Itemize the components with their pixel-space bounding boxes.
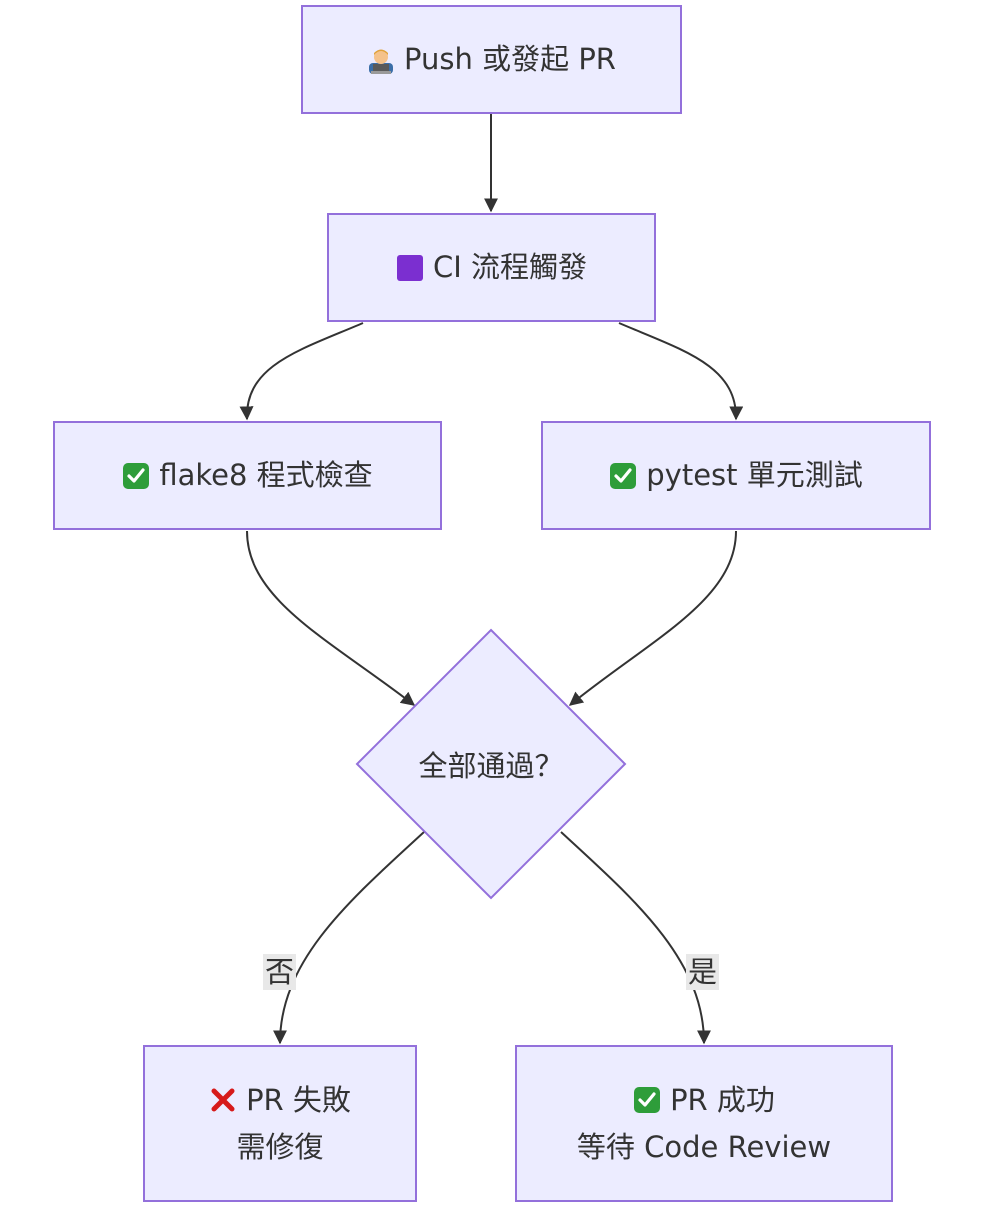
node-ci-line: CI 流程觸發 (396, 244, 587, 291)
node-success-line2: 等待 Code Review (577, 1124, 831, 1171)
technologist-icon (369, 49, 394, 74)
check-box-icon (123, 462, 150, 489)
decision-text: 全部通過？ (418, 749, 564, 783)
edge-pytest-to-decision (568, 530, 737, 706)
node-flake8-line: flake8 程式檢查 (122, 452, 373, 499)
edge-ci-to-pytest (618, 322, 744, 421)
node-pytest-text: pytest 單元測試 (646, 458, 863, 492)
purple-square-icon (396, 254, 423, 281)
edge-ci-to-flake8 (239, 322, 364, 421)
edge-flake8-to-decision (246, 530, 416, 706)
node-push: Push 或發起 PR (301, 5, 682, 114)
node-success-title: PR 成功 (670, 1082, 775, 1117)
node-pytest: pytest 單元測試 (541, 421, 931, 530)
node-fail-line2: 需修復 (236, 1124, 323, 1171)
node-pr-success: PR 成功 等待 Code Review (515, 1045, 893, 1202)
check-box-icon (634, 1087, 661, 1113)
edge-decision-to-fail (273, 831, 425, 1045)
node-pr-fail: PR 失敗 需修復 (143, 1045, 417, 1202)
decision-diamond (355, 628, 627, 900)
edge-label-yes: 是 (686, 954, 720, 990)
node-ci-text: CI 流程觸發 (432, 250, 588, 284)
node-fail-subtitle: 需修復 (236, 1129, 324, 1164)
edge-label-no: 否 (263, 954, 297, 990)
node-success-subtitle: 等待 Code Review (576, 1129, 832, 1164)
red-cross-icon (211, 1088, 235, 1112)
node-fail-title: PR 失敗 (246, 1082, 351, 1117)
node-pytest-line: pytest 單元測試 (609, 452, 863, 499)
node-flake8: flake8 程式檢查 (53, 421, 442, 530)
node-push-text: Push 或發起 PR (404, 42, 616, 76)
node-fail-line1: PR 失敗 (209, 1077, 351, 1124)
node-push-line: Push 或發起 PR (367, 36, 616, 83)
check-box-icon (610, 462, 637, 489)
node-ci-trigger: CI 流程觸發 (327, 213, 656, 322)
node-success-line1: PR 成功 (633, 1077, 775, 1124)
edge-decision-to-success (560, 831, 711, 1045)
node-flake8-text: flake8 程式檢查 (159, 458, 373, 492)
